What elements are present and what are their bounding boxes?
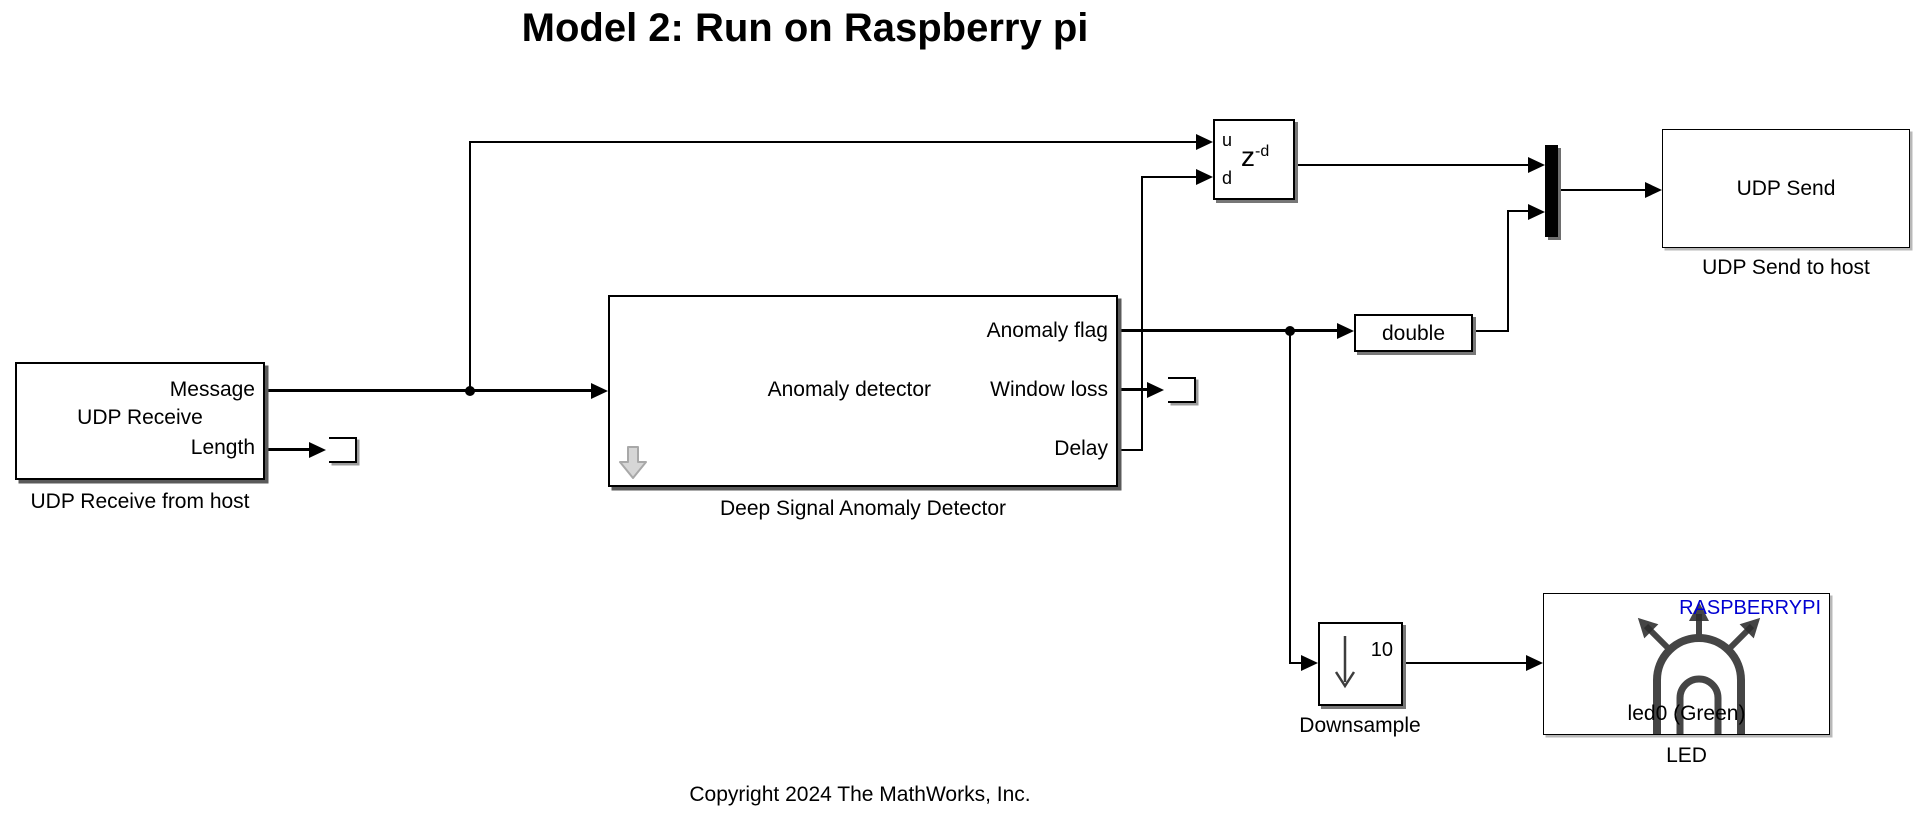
led-bulb-radiating-arrows-icon: [1637, 602, 1761, 734]
arrowhead-mux-input2: [1528, 204, 1545, 220]
variable-delay-block[interactable]: u d z-d: [1213, 119, 1295, 200]
udp-receive-block[interactable]: Message UDP Receive Length: [15, 362, 265, 480]
junction-dot-flag: [1285, 326, 1295, 336]
down-arrow-icon: [1334, 636, 1356, 689]
anomaly-detector-caption: Deep Signal Anomaly Detector: [720, 497, 1006, 520]
arrowhead-length-terminator: [309, 442, 326, 458]
junction-dot-message: [465, 386, 475, 396]
data-type-conversion-block[interactable]: double: [1354, 314, 1473, 352]
wire-message-to-detector: [265, 389, 592, 392]
wire-delay-port-vertical: [1141, 176, 1143, 450]
arrowhead-udpsend-input: [1645, 182, 1662, 198]
wire-window-loss: [1118, 388, 1149, 391]
led-block[interactable]: RASPBERRYPI led0 (Green): [1543, 593, 1830, 735]
udp-send-label: UDP Send: [1736, 177, 1836, 200]
download-arrow-icon: [619, 446, 647, 479]
wire-anomaly-flag: [1118, 329, 1340, 332]
wire-double-to-mux: [1507, 210, 1530, 212]
wire-length-to-terminator: [265, 448, 310, 451]
port-label-delay: Delay: [1054, 437, 1108, 460]
downsample-caption: Downsample: [1299, 714, 1421, 737]
led-caption: LED: [1666, 744, 1707, 767]
wire-branch-up: [469, 142, 471, 391]
wire-double-out-h: [1473, 330, 1509, 332]
double-label: double: [1381, 322, 1446, 345]
arrowhead-led-input: [1526, 655, 1543, 671]
wire-mux-to-udpsend: [1558, 189, 1647, 191]
arrowhead-detector-input: [591, 383, 608, 399]
udp-send-block[interactable]: UDP Send: [1662, 129, 1910, 248]
led-pin-label: led0 (Green): [1627, 702, 1746, 725]
mux-block[interactable]: [1545, 145, 1558, 237]
arrowhead-mux-input1: [1528, 157, 1545, 173]
wire-delay-port-h1: [1118, 449, 1143, 451]
udp-receive-label: UDP Receive: [77, 406, 203, 429]
wire-downsample-to-led: [1405, 662, 1528, 664]
arrowhead-windowloss-terminator: [1147, 382, 1164, 398]
port-label-anomaly-flag: Anomaly flag: [986, 319, 1108, 342]
arrowhead-u-input: [1196, 134, 1213, 150]
udp-send-caption: UDP Send to host: [1702, 256, 1870, 279]
downsample-block[interactable]: 10: [1318, 622, 1403, 706]
downsample-factor: 10: [1370, 639, 1393, 661]
wire-delayblock-to-mux: [1296, 164, 1529, 166]
port-label-u: u: [1222, 130, 1233, 150]
copyright-note: Copyright 2024 The MathWorks, Inc.: [689, 783, 1031, 806]
udp-receive-caption: UDP Receive from host: [30, 490, 250, 513]
anomaly-detector-block[interactable]: Anomaly flag Anomaly detector Window los…: [608, 295, 1118, 487]
arrowhead-downsample-input: [1301, 655, 1318, 671]
wire-to-downsample: [1289, 662, 1303, 664]
wire-delay-port-to-d: [1141, 176, 1198, 178]
port-label-window-loss: Window loss: [990, 378, 1108, 401]
board-tag-label: RASPBERRYPI: [1679, 597, 1821, 619]
anomaly-detector-label: Anomaly detector: [767, 378, 931, 401]
port-label-d: d: [1222, 168, 1233, 188]
port-label-length: Length: [190, 436, 255, 459]
terminator-block-length[interactable]: [329, 437, 357, 463]
port-label-message: Message: [169, 378, 255, 401]
wire-branch-to-u-input: [469, 141, 1197, 143]
diagram-title: Model 2: Run on Raspberry pi: [521, 6, 1089, 50]
wire-flag-branch-down: [1289, 330, 1291, 664]
arrowhead-double-input: [1337, 323, 1354, 339]
delay-symbol: z-d: [1241, 141, 1270, 172]
wire-double-out-v: [1507, 211, 1509, 332]
terminator-block-windowloss[interactable]: [1168, 377, 1196, 403]
arrowhead-d-input: [1196, 169, 1213, 185]
